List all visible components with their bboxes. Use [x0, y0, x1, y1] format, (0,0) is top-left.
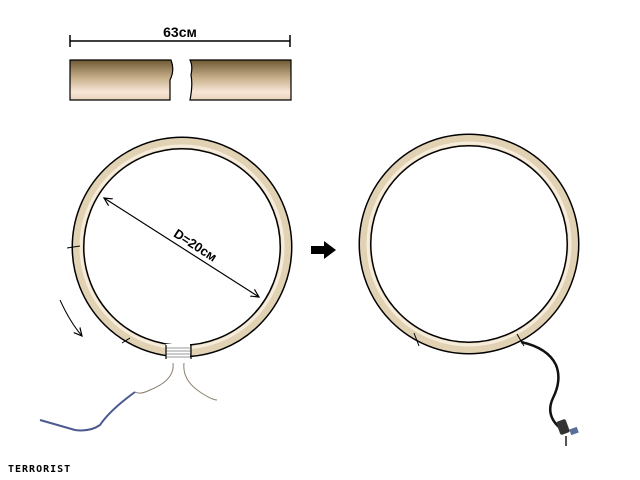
credit-label: TERRORIST [8, 464, 71, 475]
ring-closed [358, 133, 580, 355]
wire-lead-right [183, 362, 218, 401]
wire-coil [166, 347, 191, 358]
bend-arrow-icon [59, 299, 82, 336]
length-dimension [69, 35, 291, 47]
straight-tube [69, 59, 292, 101]
power-cable [520, 340, 561, 429]
wire-lead-left [134, 362, 174, 394]
right-arrow-icon [311, 241, 336, 259]
diameter-line [104, 198, 259, 297]
ring-open [66, 136, 293, 359]
length-label: 63см [163, 24, 197, 40]
plug-icon [556, 419, 579, 446]
wire-blue-lead [39, 391, 136, 432]
